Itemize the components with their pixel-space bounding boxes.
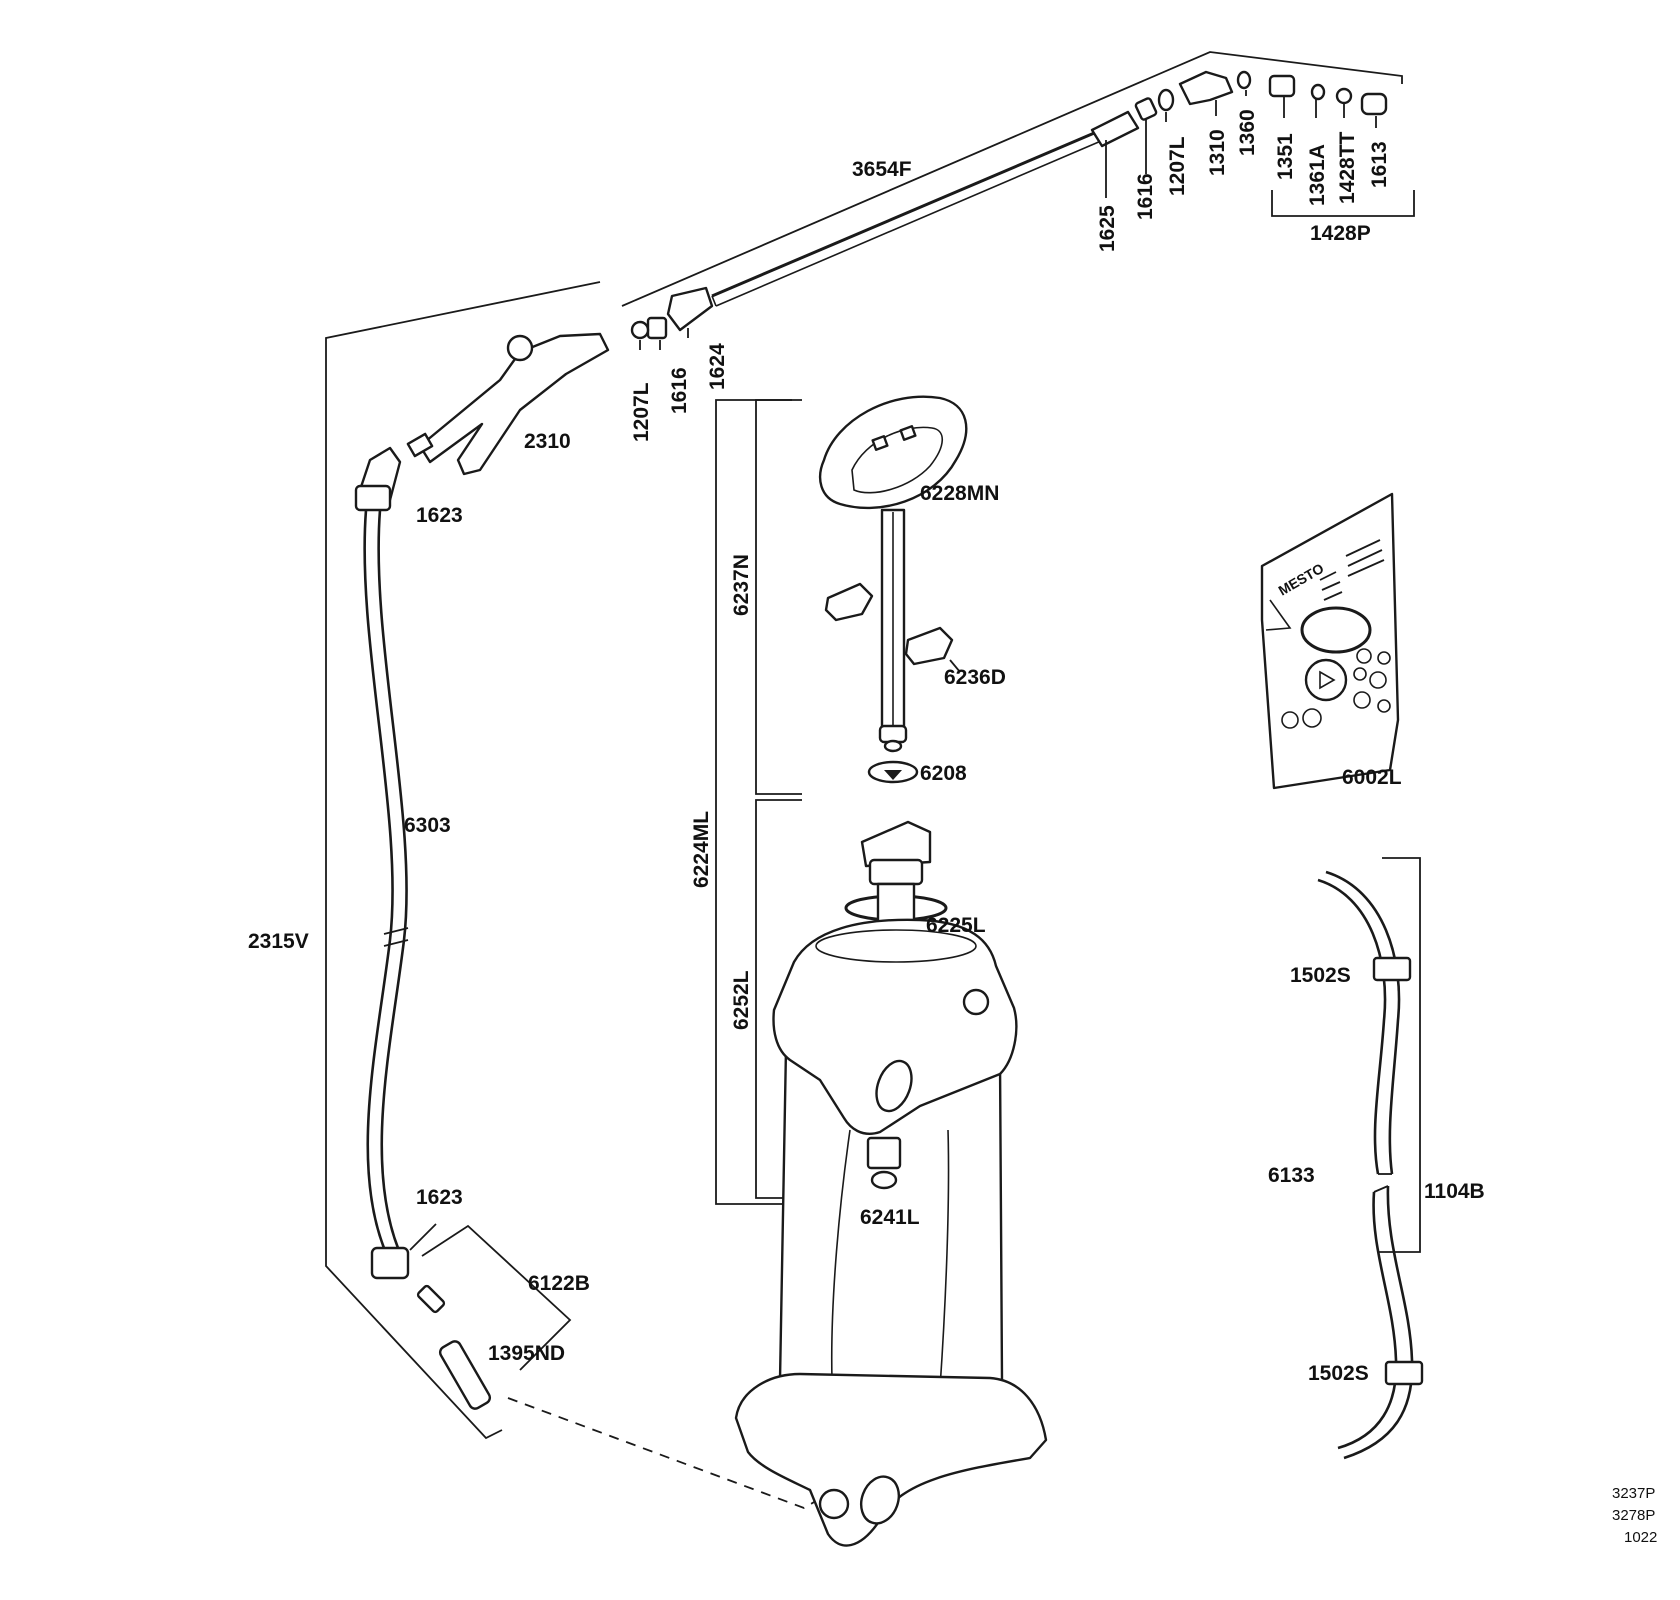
footer-code-3: 1022	[1624, 1529, 1657, 1546]
label-6224ML: 6224ML	[690, 811, 713, 888]
label-1613: 1613	[1368, 141, 1391, 188]
label-1625: 1625	[1096, 205, 1119, 252]
label-6122B: 6122B	[528, 1272, 590, 1295]
label-6303: 6303	[404, 814, 451, 837]
label-1310: 1310	[1206, 129, 1229, 176]
label-1616-bottom: 1616	[668, 367, 691, 414]
label-6241L: 6241L	[860, 1206, 920, 1229]
label-1360: 1360	[1236, 109, 1259, 156]
label-6252L: 6252L	[730, 970, 753, 1030]
label-1207L-bottom: 1207L	[630, 382, 653, 442]
hose-assembly	[325, 281, 839, 1509]
label-6002L: 6002L	[1342, 766, 1402, 789]
label-1502S-top: 1502S	[1290, 964, 1351, 987]
label-1616-top: 1616	[1134, 173, 1157, 220]
label-2315V: 2315V	[248, 930, 309, 953]
label-2310: 2310	[524, 430, 571, 453]
label-1104B: 1104B	[1424, 1180, 1485, 1203]
label-1624: 1624	[706, 343, 729, 390]
label-6228MN: 6228MN	[920, 482, 999, 505]
label-6237N: 6237N	[730, 554, 753, 616]
label-1207L-top: 1207L	[1166, 136, 1189, 196]
label-1428TT: 1428TT	[1336, 131, 1359, 204]
strap-assembly	[1317, 857, 1424, 1460]
label-6225L: 6225L	[926, 914, 986, 937]
seal-kit-card	[1260, 492, 1400, 790]
footer-code-2: 3278P	[1612, 1507, 1655, 1524]
label-3654F: 3654F	[852, 158, 912, 181]
label-1361A: 1361A	[1306, 144, 1329, 206]
footer-code-1: 3237P	[1612, 1485, 1655, 1502]
label-1428P: 1428P	[1310, 222, 1371, 245]
label-6133: 6133	[1268, 1164, 1315, 1187]
label-1351: 1351	[1274, 133, 1297, 180]
label-1502S-bottom: 1502S	[1308, 1362, 1369, 1385]
label-1623-top: 1623	[416, 504, 463, 527]
label-1623-bottom: 1623	[416, 1186, 463, 1209]
label-1395ND: 1395ND	[488, 1342, 565, 1365]
label-6208: 6208	[920, 762, 967, 785]
label-6236D: 6236D	[944, 666, 1006, 689]
pump-assembly	[715, 395, 1048, 1547]
lance-assembly	[621, 51, 1415, 350]
